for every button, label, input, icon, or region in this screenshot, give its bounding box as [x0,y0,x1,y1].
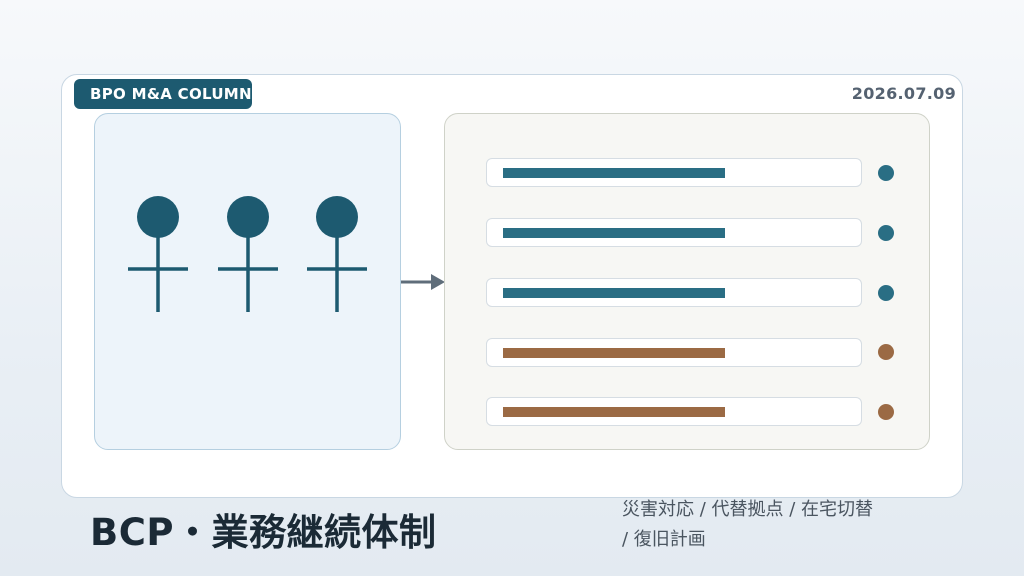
list-item-bar [503,168,725,178]
person-icon [128,196,188,312]
list-item [486,397,862,426]
status-dot [878,225,894,241]
list-item-bar [503,228,725,238]
page-subtitle: 災害対応 / 代替拠点 / 在宅切替 / 復旧計画 [622,495,942,555]
subtitle-line: 災害対応 / 代替拠点 / 在宅切替 [622,499,874,520]
list-item [486,278,862,307]
list-item-bar [503,348,725,358]
subtitle-line: / 復旧計画 [622,529,706,550]
person-icon [218,196,278,312]
arrow-right-icon [401,274,445,290]
column-badge: BPO M&A COLUMN [74,79,252,109]
page-title: BCP・業務継続体制 [90,511,437,554]
list-item [486,218,862,247]
status-dot [878,165,894,181]
list-item-bar [503,288,725,298]
status-dot [878,344,894,360]
person-icon [307,196,367,312]
list-item [486,158,862,187]
list-item [486,338,862,367]
status-dot [878,404,894,420]
status-dot [878,285,894,301]
publish-date: 2026.07.09 [851,84,956,103]
list-item-bar [503,407,725,417]
